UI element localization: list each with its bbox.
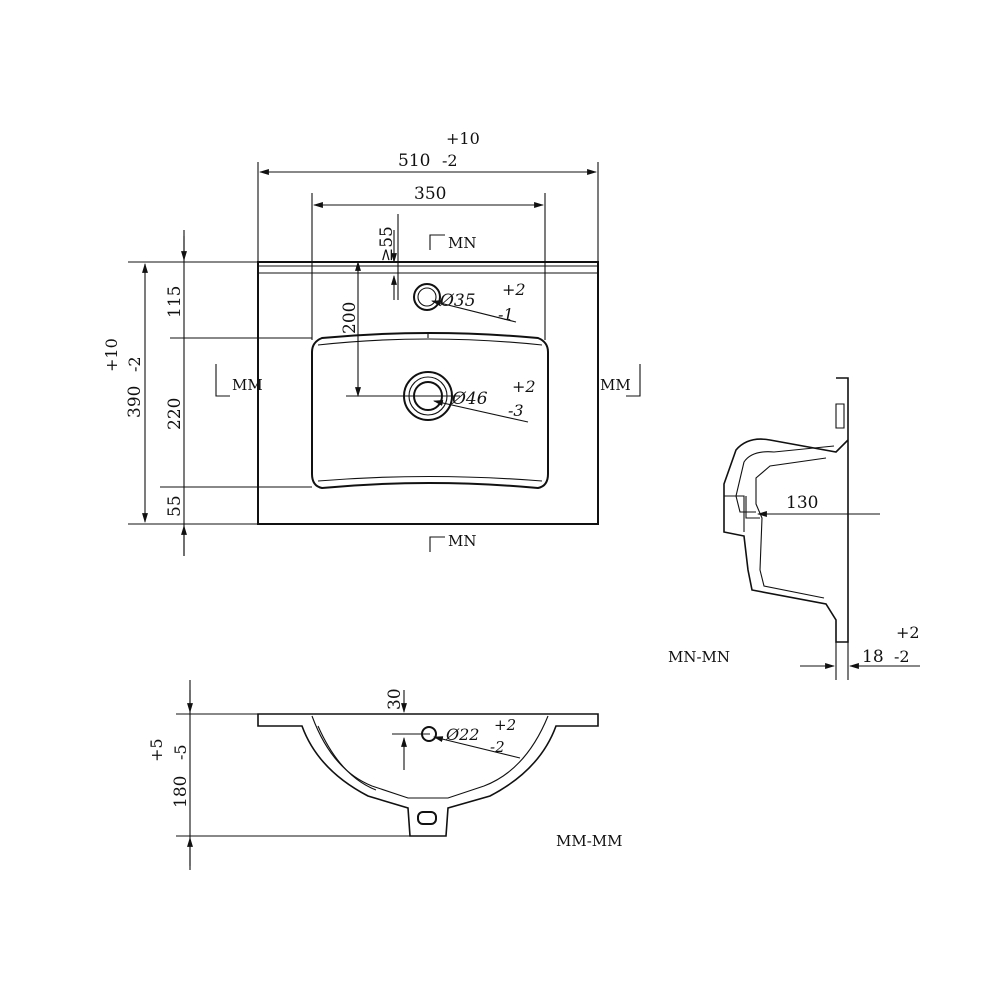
rim-tol-minus: -2 — [894, 647, 910, 666]
overall-depth-tol-plus: +10 — [102, 338, 121, 372]
bowl-height-label: 180 — [171, 776, 191, 808]
drain-dia: Ø46 — [451, 389, 488, 409]
overflow-dia: Ø22 — [445, 725, 479, 744]
bowl-height-tol-minus: -5 — [171, 744, 190, 760]
bowl-outline — [311, 332, 549, 490]
side-section-profile — [723, 377, 849, 643]
front-section: 30 Ø22 +2 -2 +5 -5 180 MM-MM — [147, 680, 623, 870]
tap-offset-label: ≥55 — [377, 226, 397, 262]
overall-width-label: 510 — [398, 151, 430, 171]
tap-hole — [413, 283, 441, 311]
section-mm-right: MM — [600, 376, 631, 394]
section-mn-bottom: MN — [448, 532, 476, 550]
drain-tol-plus: +2 — [512, 377, 536, 396]
overall-width-tol-minus: -2 — [442, 151, 458, 170]
rim-height-label: 30 — [385, 688, 405, 710]
side-section: 130 18 +2 -2 MN-MN — [668, 377, 920, 680]
side-section-title: MN-MN — [668, 648, 730, 666]
depth-115-label: 115 — [165, 286, 185, 318]
rim-thickness-label: 18 — [862, 647, 884, 667]
drain-tol-minus: -3 — [508, 401, 524, 420]
overflow-tol-minus: -2 — [490, 738, 505, 756]
depth-130-label: 130 — [786, 493, 818, 513]
bowl-height-tol-plus: +5 — [147, 738, 166, 762]
section-mn-top: MN — [448, 234, 476, 252]
front-section-title: MM-MM — [556, 832, 623, 850]
depth-55-label: 55 — [165, 495, 185, 517]
top-view: +10 510 -2 350 ≥55 MN 200 Ø35 +2 -1 Ø46 … — [102, 129, 641, 556]
section-mm-left: MM — [232, 376, 263, 394]
front-section-profile — [257, 713, 599, 837]
overflow-tol-plus: +2 — [494, 716, 516, 734]
overflow-hole — [421, 726, 437, 742]
rim-tol-plus: +2 — [896, 623, 920, 642]
tap-hole-tol-minus: -1 — [498, 305, 514, 324]
overall-width-tol-plus: +10 — [446, 129, 480, 148]
bowl-width-label: 350 — [414, 184, 446, 204]
overall-depth-tol-minus: -2 — [125, 356, 144, 372]
tap-hole-tol-plus: +2 — [502, 280, 526, 299]
drain-offset-label: 200 — [340, 302, 360, 334]
overall-depth-label: 390 — [125, 386, 145, 418]
depth-220-label: 220 — [165, 398, 185, 430]
basin-outline — [257, 261, 599, 525]
tap-hole-dia: Ø35 — [439, 291, 476, 311]
